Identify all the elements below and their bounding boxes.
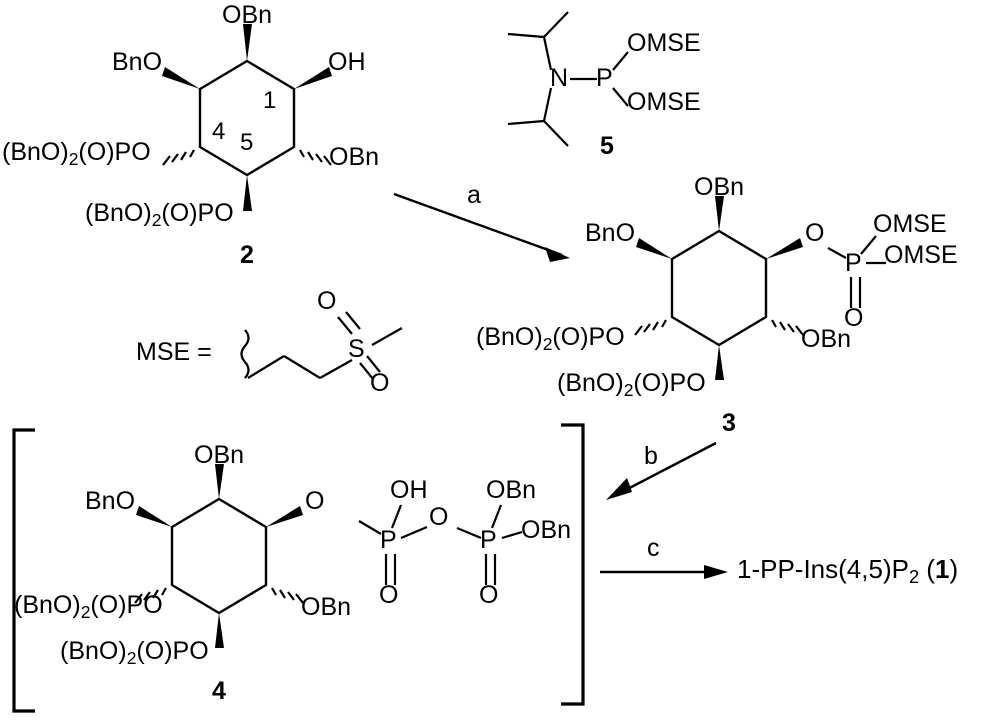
compound-3-phosphate-left: (BnO)2(O)PO [476,323,625,354]
compound-3-ring [634,196,804,380]
compound-2-phosphate-bottom: (BnO)2(O)PO [85,199,234,230]
compound-3-omse-right: OMSE [884,241,958,269]
left-bracket [12,428,35,713]
compound-3-ester-oxygen: O [805,219,825,247]
compound-2-hash-c6 [299,149,332,166]
compound-4-hash-c6 [271,587,304,604]
compound-4-p-alpha: P [380,526,397,554]
reagent-5-skeleton [507,11,629,147]
compound-4-ester-oxygen: O [305,487,325,515]
compound-2-ring-position-4: 4 [212,118,226,145]
compound-2-ring-position-1: 1 [263,87,277,114]
arrow-a [393,192,570,262]
compound-3-obn-top: OBn [694,173,745,201]
compound-4-phosphate-left: (BnO)2(O)PO [14,591,163,622]
compound-4-pyrophosphate-skeleton [358,504,523,585]
compound-2-phosphate-left: (BnO)2(O)PO [2,138,151,169]
mse-sulfur-atom: S [348,335,365,363]
compound-3-bno-left: BnO [585,219,636,247]
reagent-5-phosphorus: P [596,64,613,92]
compound-4-p-beta-obn-top: OBn [486,476,537,504]
final-product-label: 1-PP-Ins(4,5)P2 (1) [737,554,959,588]
mse-oxygen-bottom: O [370,369,390,397]
compound-3-obn-right: OBn [801,325,852,353]
arrow-c-label: c [647,534,660,562]
arrow-b-label: b [644,442,658,470]
mse-oxygen-top: O [317,287,337,315]
compound-4-p-beta: P [480,526,497,554]
compound-3-hash-c4 [634,319,667,336]
compound-4-obn-top: OBn [194,441,245,469]
compound-2-hash-c4 [162,149,195,166]
right-bracket [561,423,585,706]
compound-4-p-alpha-hydroxyl: OH [390,476,428,504]
compound-2-bno-left: BnO [112,48,163,76]
compound-4-bno-left: BnO [85,487,136,515]
compound-4-obn-right: OBn [301,593,352,621]
reagent-5-omse-bottom: OMSE [627,88,701,116]
compound-3-number: 3 [722,409,736,437]
compound-4-p-beta-oxo: O [479,581,499,609]
compound-2-ring-position-5: 5 [240,129,254,156]
mse-definition-skeleton [240,311,403,380]
compound-4-number: 4 [212,677,226,705]
compound-2-obn-right: OBn [329,143,380,171]
compound-2-oh-right: OH [328,48,366,76]
compound-3-omse-top: OMSE [873,210,947,238]
compound-4-hash-c4 [134,587,167,604]
arrow-a-label: a [467,181,481,209]
reagent-5-nitrogen: N [550,64,569,92]
compound-3-phosphate-skeleton [827,235,886,308]
reagent-5-omse-top: OMSE [627,29,701,57]
compound-4-p-alpha-oxo: O [379,581,399,609]
reagent-5-number: 5 [600,132,614,160]
compound-4-p-beta-obn-right: OBn [521,516,572,544]
compound-3-phosphorus: P [845,249,862,277]
compound-4-phosphate-bottom: (BnO)2(O)PO [60,637,209,668]
compound-2-ring [162,24,332,211]
compound-4-ring [134,464,304,648]
compound-3-phosphate-bottom: (BnO)2(O)PO [557,369,706,400]
arrow-b [606,441,717,500]
compound-3-hash-c6 [771,319,804,336]
compound-2-number: 2 [240,241,254,269]
compound-4-bridging-oxygen: O [429,503,449,531]
arrow-c [600,565,728,579]
compound-3-phosphoryl-oxygen: O [844,304,864,332]
mse-definition-label: MSE = [136,338,212,366]
compound-2-obn-top: OBn [222,1,273,29]
